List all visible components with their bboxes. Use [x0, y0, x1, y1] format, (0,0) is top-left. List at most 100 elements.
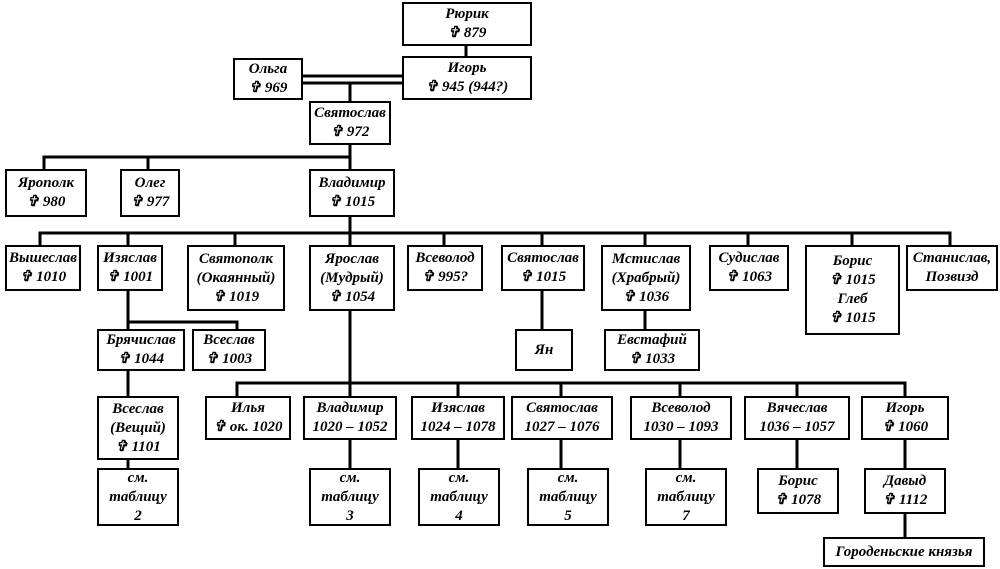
node-gorodenskie-knyazya: Городеньские князья	[823, 537, 985, 567]
node-line: ✞ 995?	[421, 269, 469, 285]
node-line: Изяслав	[431, 400, 485, 416]
node-sviatoslav-1015: Святослав ✞ 1015	[501, 245, 585, 291]
node-oleg: Олег ✞ 977	[120, 169, 180, 217]
node-line: таблицу	[321, 488, 379, 505]
node-vladimir-1052: Владимир 1020 – 1052	[303, 396, 397, 440]
node-line: Вышеслав	[9, 250, 77, 266]
node-line: Рюрик	[445, 6, 489, 22]
node-yaroslav: Ярослав (Мудрый) ✞ 1054	[309, 245, 395, 311]
node-line: 1036 – 1057	[759, 419, 835, 435]
node-line: ✞ 1078	[774, 492, 822, 508]
node-line: 1027 – 1076	[524, 419, 600, 435]
node-line: Святослав	[314, 105, 386, 121]
node-line: Ольга	[248, 61, 288, 77]
node-line: ✞ 969	[248, 80, 288, 96]
node-line: ✞ 1015	[829, 310, 876, 326]
node-izyaslav: Изяслав ✞ 1001	[97, 245, 163, 291]
node-table-2: см. таблицу 2	[97, 468, 179, 526]
node-line: таблицу	[539, 488, 597, 505]
node-line: Ярослав	[325, 250, 379, 267]
node-line: (Храбрый)	[611, 269, 681, 286]
node-line: ✞ 977	[130, 194, 170, 210]
node-line: Владимир	[316, 400, 384, 416]
node-line: 1020 – 1052	[312, 419, 388, 435]
node-line: 2	[134, 507, 142, 524]
node-line: ✞ 1015	[328, 194, 376, 210]
node-line: ✞ 1033	[628, 351, 676, 367]
node-line: ✞ 1003	[205, 351, 253, 367]
node-line: Городеньские князья	[835, 543, 973, 560]
node-line: 5	[564, 507, 572, 524]
node-line: ✞ 1010	[19, 269, 67, 285]
node-line: Станислав,	[912, 250, 992, 266]
node-line: (Окаянный)	[196, 269, 276, 286]
node-line: 4	[455, 507, 463, 524]
node-line: Евстафий	[617, 332, 687, 348]
node-sviatoslav-1076: Святослав 1027 – 1076	[511, 396, 613, 440]
node-line: Игорь	[447, 60, 487, 76]
node-line: ✞ 945 (944?)	[425, 79, 509, 95]
node-line: ✞ 1112	[882, 492, 928, 508]
node-line: Борис	[832, 253, 873, 269]
node-line: ✞ 1063	[725, 269, 773, 285]
node-line: ✞ 1044	[117, 351, 165, 367]
node-line: Святополк	[199, 250, 273, 267]
node-line: (Вещий)	[110, 419, 166, 436]
node-line: Давыд	[883, 473, 927, 489]
node-line: Брячислав	[106, 332, 176, 348]
node-line: Ян	[534, 341, 554, 358]
node-line: Судислав	[718, 250, 780, 266]
node-line: Изяслав	[103, 250, 157, 266]
node-line: таблицу	[109, 488, 167, 505]
node-vseslav-1003: Всеслав ✞ 1003	[192, 329, 266, 371]
node-line: Всеволод	[651, 400, 711, 416]
node-vsevolod-995: Всеволод✞ 995?	[407, 245, 483, 291]
node-bryachislav: Брячислав ✞ 1044	[97, 329, 185, 371]
node-line: (Мудрый)	[320, 269, 384, 286]
node-line: ✞ 1054	[328, 288, 376, 305]
node-boris-1078: Борис✞ 1078	[757, 468, 839, 514]
node-line: 3	[346, 507, 354, 524]
node-line: ✞ 879	[447, 25, 487, 41]
node-line: Ярополк	[17, 175, 75, 191]
node-yaropolk: Ярополк✞ 980	[5, 169, 87, 217]
node-line: Владимир	[318, 175, 386, 191]
node-line: ✞ 1015	[519, 269, 567, 285]
node-line: 1024 – 1078	[420, 419, 496, 435]
node-line: ✞ 1001	[106, 269, 154, 285]
node-izyaslav-1078: Изяслав 1024 – 1078	[411, 396, 505, 440]
node-line: см.	[127, 469, 149, 486]
node-line: Всеслав	[112, 400, 164, 417]
node-yan: Ян	[515, 329, 573, 371]
node-line: Глеб	[837, 291, 868, 307]
node-line: Мстислав	[611, 250, 681, 267]
node-line: ✞ 1019	[212, 288, 260, 305]
node-ilya: Илья✞ ок. 1020	[205, 396, 291, 440]
node-line: Святослав	[526, 400, 598, 416]
node-line: ✞ ок. 1020	[213, 419, 283, 435]
node-line: Олег	[134, 175, 166, 191]
node-line: Позвизд	[925, 269, 979, 285]
node-rurik: Рюрик ✞ 879	[402, 2, 532, 46]
node-vladimir: Владимир ✞ 1015	[309, 169, 395, 217]
node-olga: Ольга ✞ 969	[233, 58, 303, 100]
node-line: ✞ 1036	[622, 288, 670, 305]
node-line: ✞ 1101	[115, 438, 161, 455]
node-sudislav: Судислав ✞ 1063	[709, 245, 789, 291]
node-davyd: Давыд ✞ 1112	[864, 468, 946, 514]
node-evstafiy: Евстафий ✞ 1033	[604, 329, 700, 371]
node-line: см.	[557, 469, 579, 486]
node-line: 7	[682, 507, 690, 524]
node-line: ✞ 972	[330, 124, 370, 140]
node-vseslav-veshchiy: Всеслав (Вещий) ✞ 1101	[97, 396, 179, 460]
node-line: ✞ 1060	[881, 419, 929, 435]
node-mstislav: Мстислав (Храбрый) ✞ 1036	[601, 245, 691, 311]
node-line: Святослав	[507, 250, 579, 266]
node-line: Всеслав	[203, 332, 255, 348]
